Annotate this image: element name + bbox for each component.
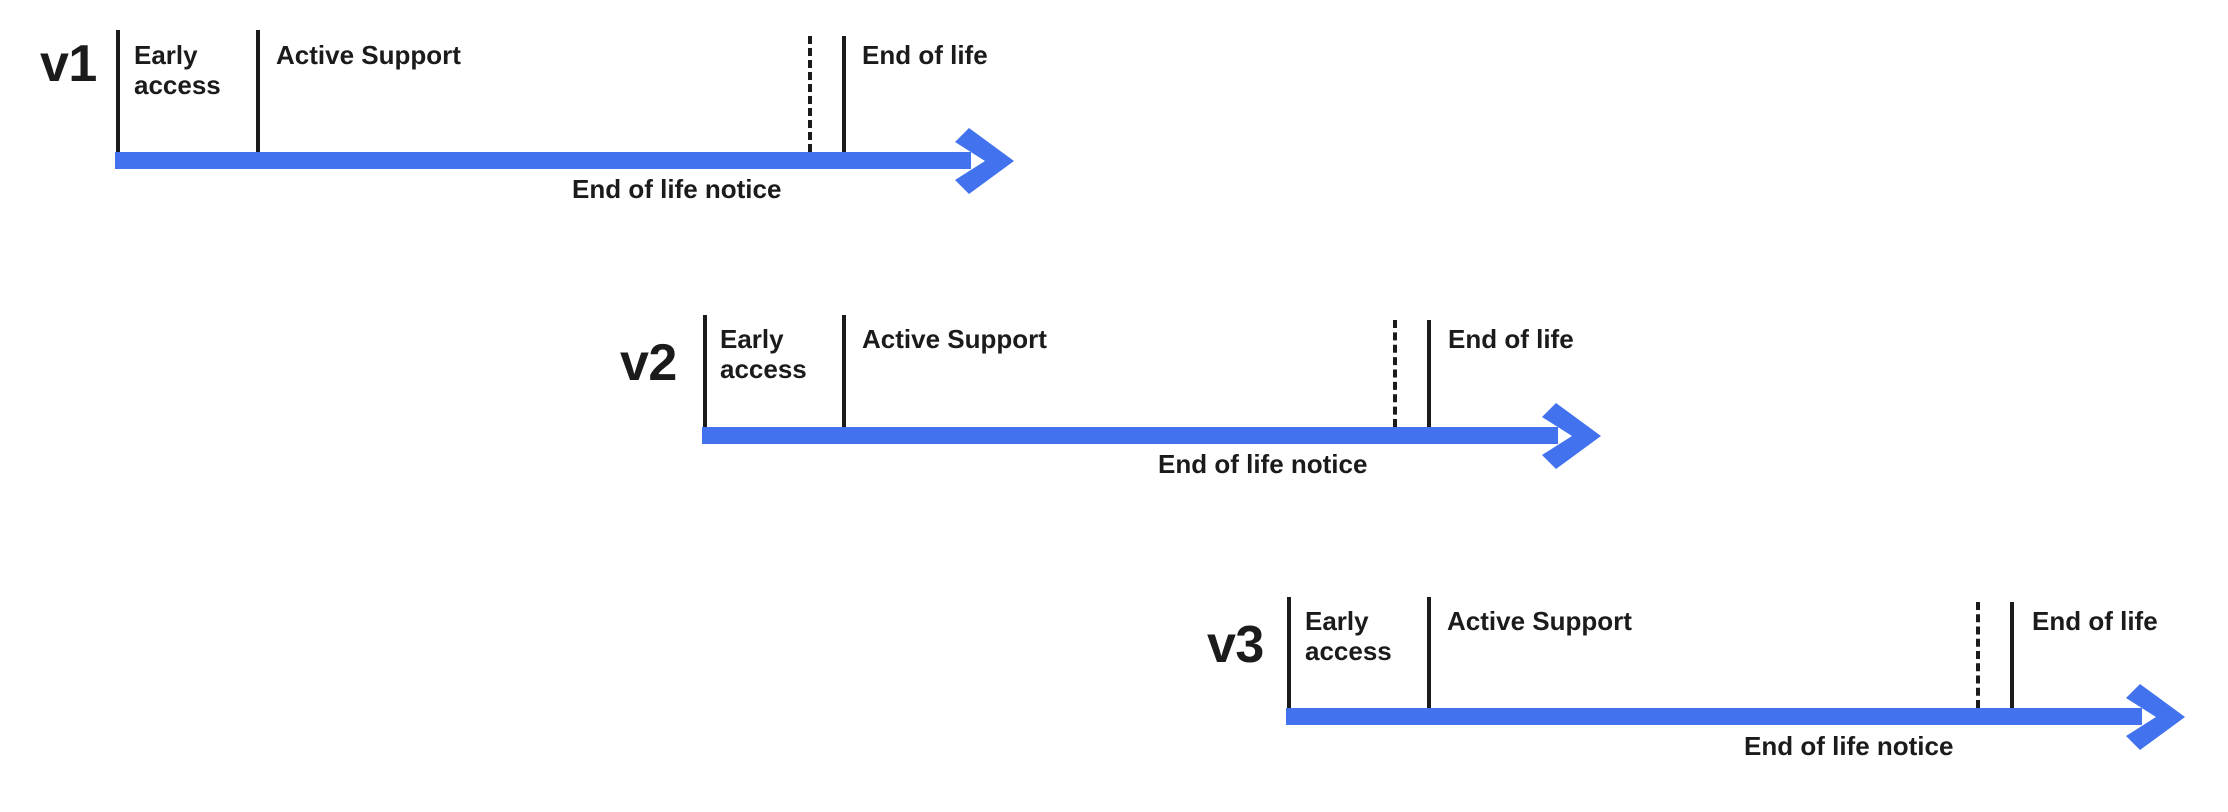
version-label-v3: v3: [1207, 616, 1264, 674]
version-label-v1: v1: [40, 35, 97, 93]
phase-divider: [116, 30, 120, 152]
phase-label: Active Support: [276, 40, 461, 70]
version-label-v2: v2: [620, 334, 677, 392]
end-of-life-divider: [842, 36, 846, 152]
timeline-bar: [702, 427, 1558, 444]
end-of-life-notice-marker: [808, 36, 812, 152]
phase-divider: [842, 315, 846, 427]
end-of-life-notice-label: End of life notice: [1744, 731, 1954, 761]
timeline-arrow-head-icon: [1542, 403, 1602, 469]
phase-label: End of life: [1448, 324, 1574, 354]
phase-divider: [1287, 597, 1291, 708]
phase-divider: [703, 315, 707, 427]
end-of-life-notice-label: End of life notice: [572, 174, 782, 204]
end-of-life-notice-marker: [1976, 602, 1980, 708]
end-of-life-divider: [2010, 602, 2014, 708]
phase-label: Early access: [134, 40, 221, 101]
phase-label: Active Support: [862, 324, 1047, 354]
phase-label: Early access: [720, 324, 807, 385]
phase-label: Active Support: [1447, 606, 1632, 636]
phase-divider: [1427, 597, 1431, 708]
phase-divider: [256, 30, 260, 152]
timeline-arrow-head-icon: [955, 128, 1015, 194]
end-of-life-notice-label: End of life notice: [1158, 449, 1368, 479]
end-of-life-notice-marker: [1393, 320, 1397, 427]
timeline-bar: [115, 152, 971, 169]
end-of-life-divider: [1427, 320, 1431, 427]
phase-label: Early access: [1305, 606, 1392, 667]
phase-label: End of life: [2032, 606, 2158, 636]
phase-label: End of life: [862, 40, 988, 70]
timeline-bar: [1286, 708, 2142, 725]
timeline-arrow-head-icon: [2126, 684, 2186, 750]
